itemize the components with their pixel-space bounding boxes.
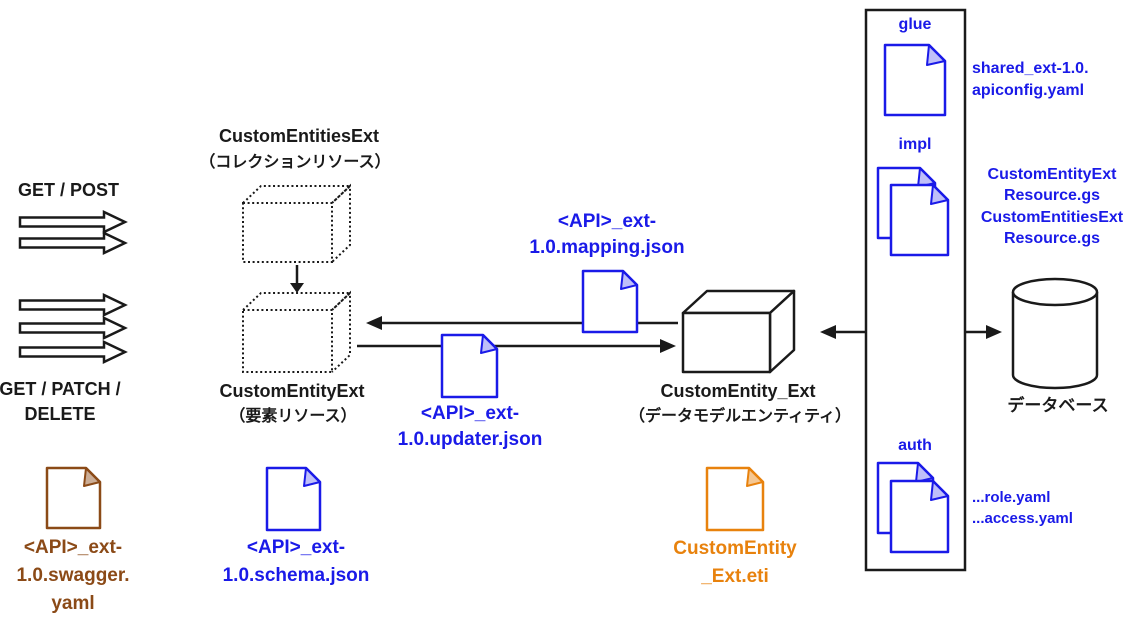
- database-icon: [1011, 277, 1099, 390]
- package-to-database-arrow: [965, 325, 1002, 339]
- impl-files-line2: Resource.gs: [1003, 187, 1101, 204]
- impl-files-line3: CustomEntitiesExt: [980, 209, 1124, 226]
- element-subtitle: （要素リソース）: [229, 408, 357, 425]
- get-post-label: GET / POST: [18, 180, 120, 200]
- swagger-file-label-line3: yaml: [51, 593, 95, 614]
- entity-cube-icon: [681, 289, 796, 374]
- entity-title: CustomEntity_Ext: [660, 381, 816, 401]
- eti-file-label-line2: _Ext.eti: [701, 566, 769, 587]
- eti-file-label-line1: CustomEntity: [673, 538, 797, 559]
- eti-file-icon: [705, 466, 765, 532]
- entity-subtitle: （データモデルエンティティ）: [628, 408, 852, 425]
- updater-file-label-line2: 1.0.updater.json: [397, 429, 543, 450]
- get-patch-delete-label-line1: GET / PATCH /: [0, 379, 121, 399]
- swagger-file-label-line2: 1.0.swagger.: [16, 565, 130, 586]
- element-title: CustomEntityExt: [219, 381, 365, 401]
- get-patch-delete-label-line2: DELETE: [24, 404, 96, 424]
- schema-file-icon: [265, 466, 322, 532]
- collection-subtitle: （コレクションリソース）: [199, 154, 391, 171]
- impl-files-line4: Resource.gs: [1003, 230, 1101, 247]
- package-box: [864, 8, 967, 572]
- auth-label: auth: [898, 437, 932, 454]
- swagger-file-label-line1: <API>_ext-: [23, 537, 123, 558]
- impl-files-line1: CustomEntityExt: [987, 166, 1117, 183]
- glue-file-icon: [883, 43, 947, 117]
- element-to-entity-arrow: [357, 339, 676, 353]
- swagger-file-icon: [45, 466, 102, 530]
- collection-to-element-arrow: [290, 265, 304, 293]
- mapping-file-label-line2: 1.0.mapping.json: [529, 237, 685, 258]
- impl-files-icon: [876, 166, 950, 257]
- collection-cube-icon: [242, 183, 353, 263]
- get-post-arrows-icon: [18, 210, 128, 255]
- schema-file-label-line1: <API>_ext-: [246, 537, 346, 558]
- impl-label: impl: [898, 136, 932, 153]
- auth-files-line2: ...access.yaml: [972, 510, 1073, 527]
- updater-file-icon: [440, 333, 499, 399]
- schema-file-label-line2: 1.0.schema.json: [222, 565, 370, 586]
- element-cube-icon: [242, 290, 353, 373]
- get-patch-delete-arrows-icon: [18, 293, 128, 364]
- glue-files-line2: apiconfig.yaml: [972, 82, 1085, 99]
- mapping-file-label-line1: <API>_ext-: [557, 211, 657, 232]
- auth-files-line1: ...role.yaml: [972, 489, 1051, 506]
- mapping-file-icon: [581, 269, 639, 334]
- collection-title: CustomEntitiesExt: [218, 126, 380, 146]
- updater-file-label-line1: <API>_ext-: [420, 403, 520, 424]
- database-label: データベース: [1007, 396, 1109, 415]
- glue-label: glue: [898, 16, 932, 33]
- package-to-entity-arrow: [820, 325, 866, 339]
- glue-files-line1: shared_ext-1.0.: [972, 60, 1089, 77]
- auth-files-icon: [876, 461, 950, 554]
